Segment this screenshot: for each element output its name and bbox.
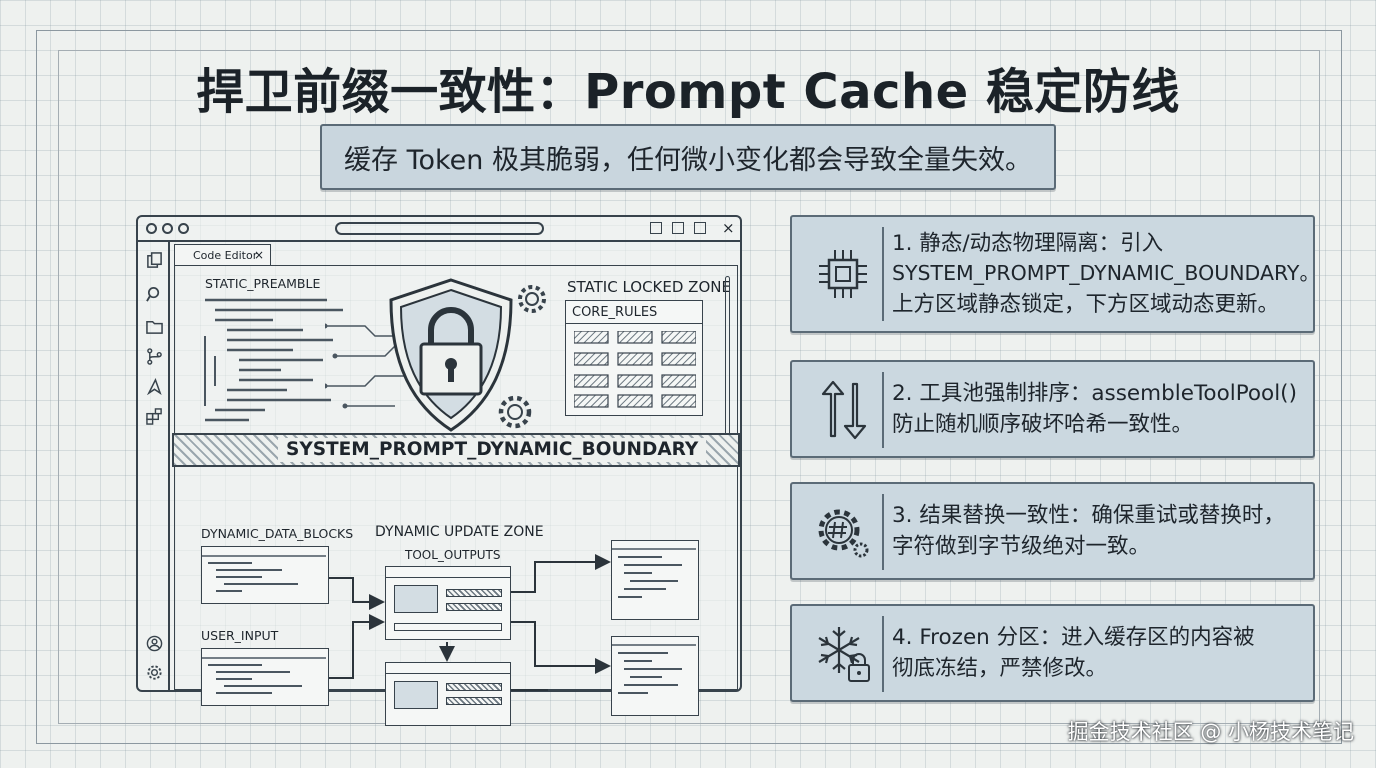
search-icon[interactable]: [146, 286, 163, 303]
card-line: 1. 静态/动态物理隔离：引入: [892, 230, 1164, 256]
static-code-lines: [204, 298, 343, 422]
tab-label: Code Editor: [193, 249, 258, 262]
core-rules-panel: CORE_RULES: [565, 300, 703, 416]
card-icon-wrap: [804, 372, 884, 448]
watermark: 掘金技术社区 @ 小杨技术笔记: [1067, 720, 1354, 744]
card-line: 字符做到字节级绝对一致。: [892, 534, 1151, 559]
folder-icon[interactable]: [146, 318, 163, 335]
git-branch-icon[interactable]: [146, 348, 163, 365]
core-rules-label: CORE_RULES: [572, 305, 658, 320]
card-icon-wrap: [804, 494, 884, 570]
card-line: 彻底冻结，严禁修改。: [892, 656, 1108, 681]
dynamic-data-block: [201, 546, 329, 604]
files-icon[interactable]: [146, 252, 163, 269]
card-text: 3. 结果替换一致性：确保重试或替换时， 字符做到字节级绝对一致。: [892, 484, 1305, 578]
window-dot-maximize[interactable]: [178, 223, 189, 234]
card-result-replacement: 3. 结果替换一致性：确保重试或替换时， 字符做到字节级绝对一致。: [790, 482, 1315, 580]
card-frozen-partition: 4. Frozen 分区：进入缓存区的内容被 彻底冻结，严禁修改。: [790, 604, 1315, 702]
output-block: [611, 636, 699, 716]
tool-output-panel: [385, 662, 511, 726]
layout-icon[interactable]: [672, 222, 684, 234]
dynamic-update-zone-label: DYNAMIC UPDATE ZONE: [375, 524, 544, 540]
tab-code-editor[interactable]: Code Editor ×: [174, 244, 271, 266]
subtitle-text: 缓存 Token 极其脆弱，任何微小变化都会导致全量失效。: [344, 144, 1032, 176]
settings-gear-icon[interactable]: [146, 664, 163, 681]
boundary-label: SYSTEM_PROMPT_DYNAMIC_BOUNDARY: [278, 438, 707, 462]
account-icon[interactable]: [146, 635, 163, 652]
sort-arrows-icon: [821, 380, 867, 440]
extensions-icon[interactable]: [146, 408, 163, 425]
card-line: 3. 结果替换一致性：确保重试或替换时，: [892, 502, 1285, 528]
tool-outputs-label: TOOL_OUTPUTS: [405, 548, 501, 562]
tool-output-panel: [385, 566, 511, 640]
user-input-label: USER_INPUT: [201, 628, 279, 643]
activity-bar: [138, 242, 170, 690]
card-static-dynamic-isolation: 1. 静态/动态物理隔离：引入 SYSTEM_PROMPT_DYNAMIC_BO…: [790, 215, 1320, 333]
card-text: 2. 工具池强制排序：assembleToolPool() 防止随机顺序破坏哈希…: [892, 362, 1305, 456]
card-line: 4. Frozen 分区：进入缓存区的内容被: [892, 624, 1255, 650]
code-editor-window: × Code Editor × STATIC_PREAMBLE: [136, 215, 742, 726]
window-dot-close[interactable]: [146, 223, 157, 234]
tab-close-icon[interactable]: ×: [253, 248, 264, 262]
snowflake-lock-icon: [818, 627, 870, 682]
card-text: 1. 静态/动态物理隔离：引入 SYSTEM_PROMPT_DYNAMIC_BO…: [892, 217, 1320, 331]
card-line: 2. 工具池强制排序：assembleToolPool(): [892, 380, 1297, 406]
window-dot-minimize[interactable]: [162, 223, 173, 234]
card-line: SYSTEM_PROMPT_DYNAMIC_BOUNDARY。: [892, 261, 1320, 286]
flow-arrows: [329, 554, 611, 691]
editor-content: STATIC_PREAMBLE: [174, 265, 738, 726]
card-tool-pool-sorting: 2. 工具池强制排序：assembleToolPool() 防止随机顺序破坏哈希…: [790, 360, 1315, 458]
gear-icon: [518, 285, 546, 313]
split-icon[interactable]: [650, 222, 662, 234]
address-bar[interactable]: [335, 222, 544, 235]
chip-icon: [819, 250, 867, 298]
close-icon[interactable]: ×: [722, 219, 735, 237]
card-line: 上方区域静态锁定，下方区域动态更新。: [892, 291, 1280, 317]
static-preamble-label: STATIC_PREAMBLE: [205, 276, 321, 291]
card-line: 防止随机顺序破坏哈希一致性。: [892, 412, 1194, 437]
static-locked-zone-label: STATIC LOCKED ZONE: [567, 278, 731, 296]
card-icon-wrap: [804, 227, 884, 321]
run-debug-icon[interactable]: [146, 378, 163, 395]
editor-titlebar: ×: [138, 217, 740, 242]
subtitle-banner: 缓存 Token 极其脆弱，任何微小变化都会导致全量失效。: [320, 124, 1056, 190]
dynamic-boundary-bar: SYSTEM_PROMPT_DYNAMIC_BOUNDARY: [172, 433, 740, 467]
page-title: 捍卫前缀一致性：Prompt Cache 稳定防线: [196, 64, 1180, 120]
card-icon-wrap: [804, 616, 884, 692]
hash-gear-icon: [818, 509, 869, 558]
dynamic-data-blocks-label: DYNAMIC_DATA_BLOCKS: [201, 526, 354, 541]
shield-lock-icon: [389, 278, 513, 432]
panel-icon[interactable]: [694, 222, 706, 234]
gear-icon: [498, 395, 532, 429]
output-block: [611, 540, 699, 620]
rules-table-grid: [574, 331, 696, 408]
card-text: 4. Frozen 分区：进入缓存区的内容被 彻底冻结，严禁修改。: [892, 606, 1305, 700]
user-input-block: [201, 648, 329, 706]
